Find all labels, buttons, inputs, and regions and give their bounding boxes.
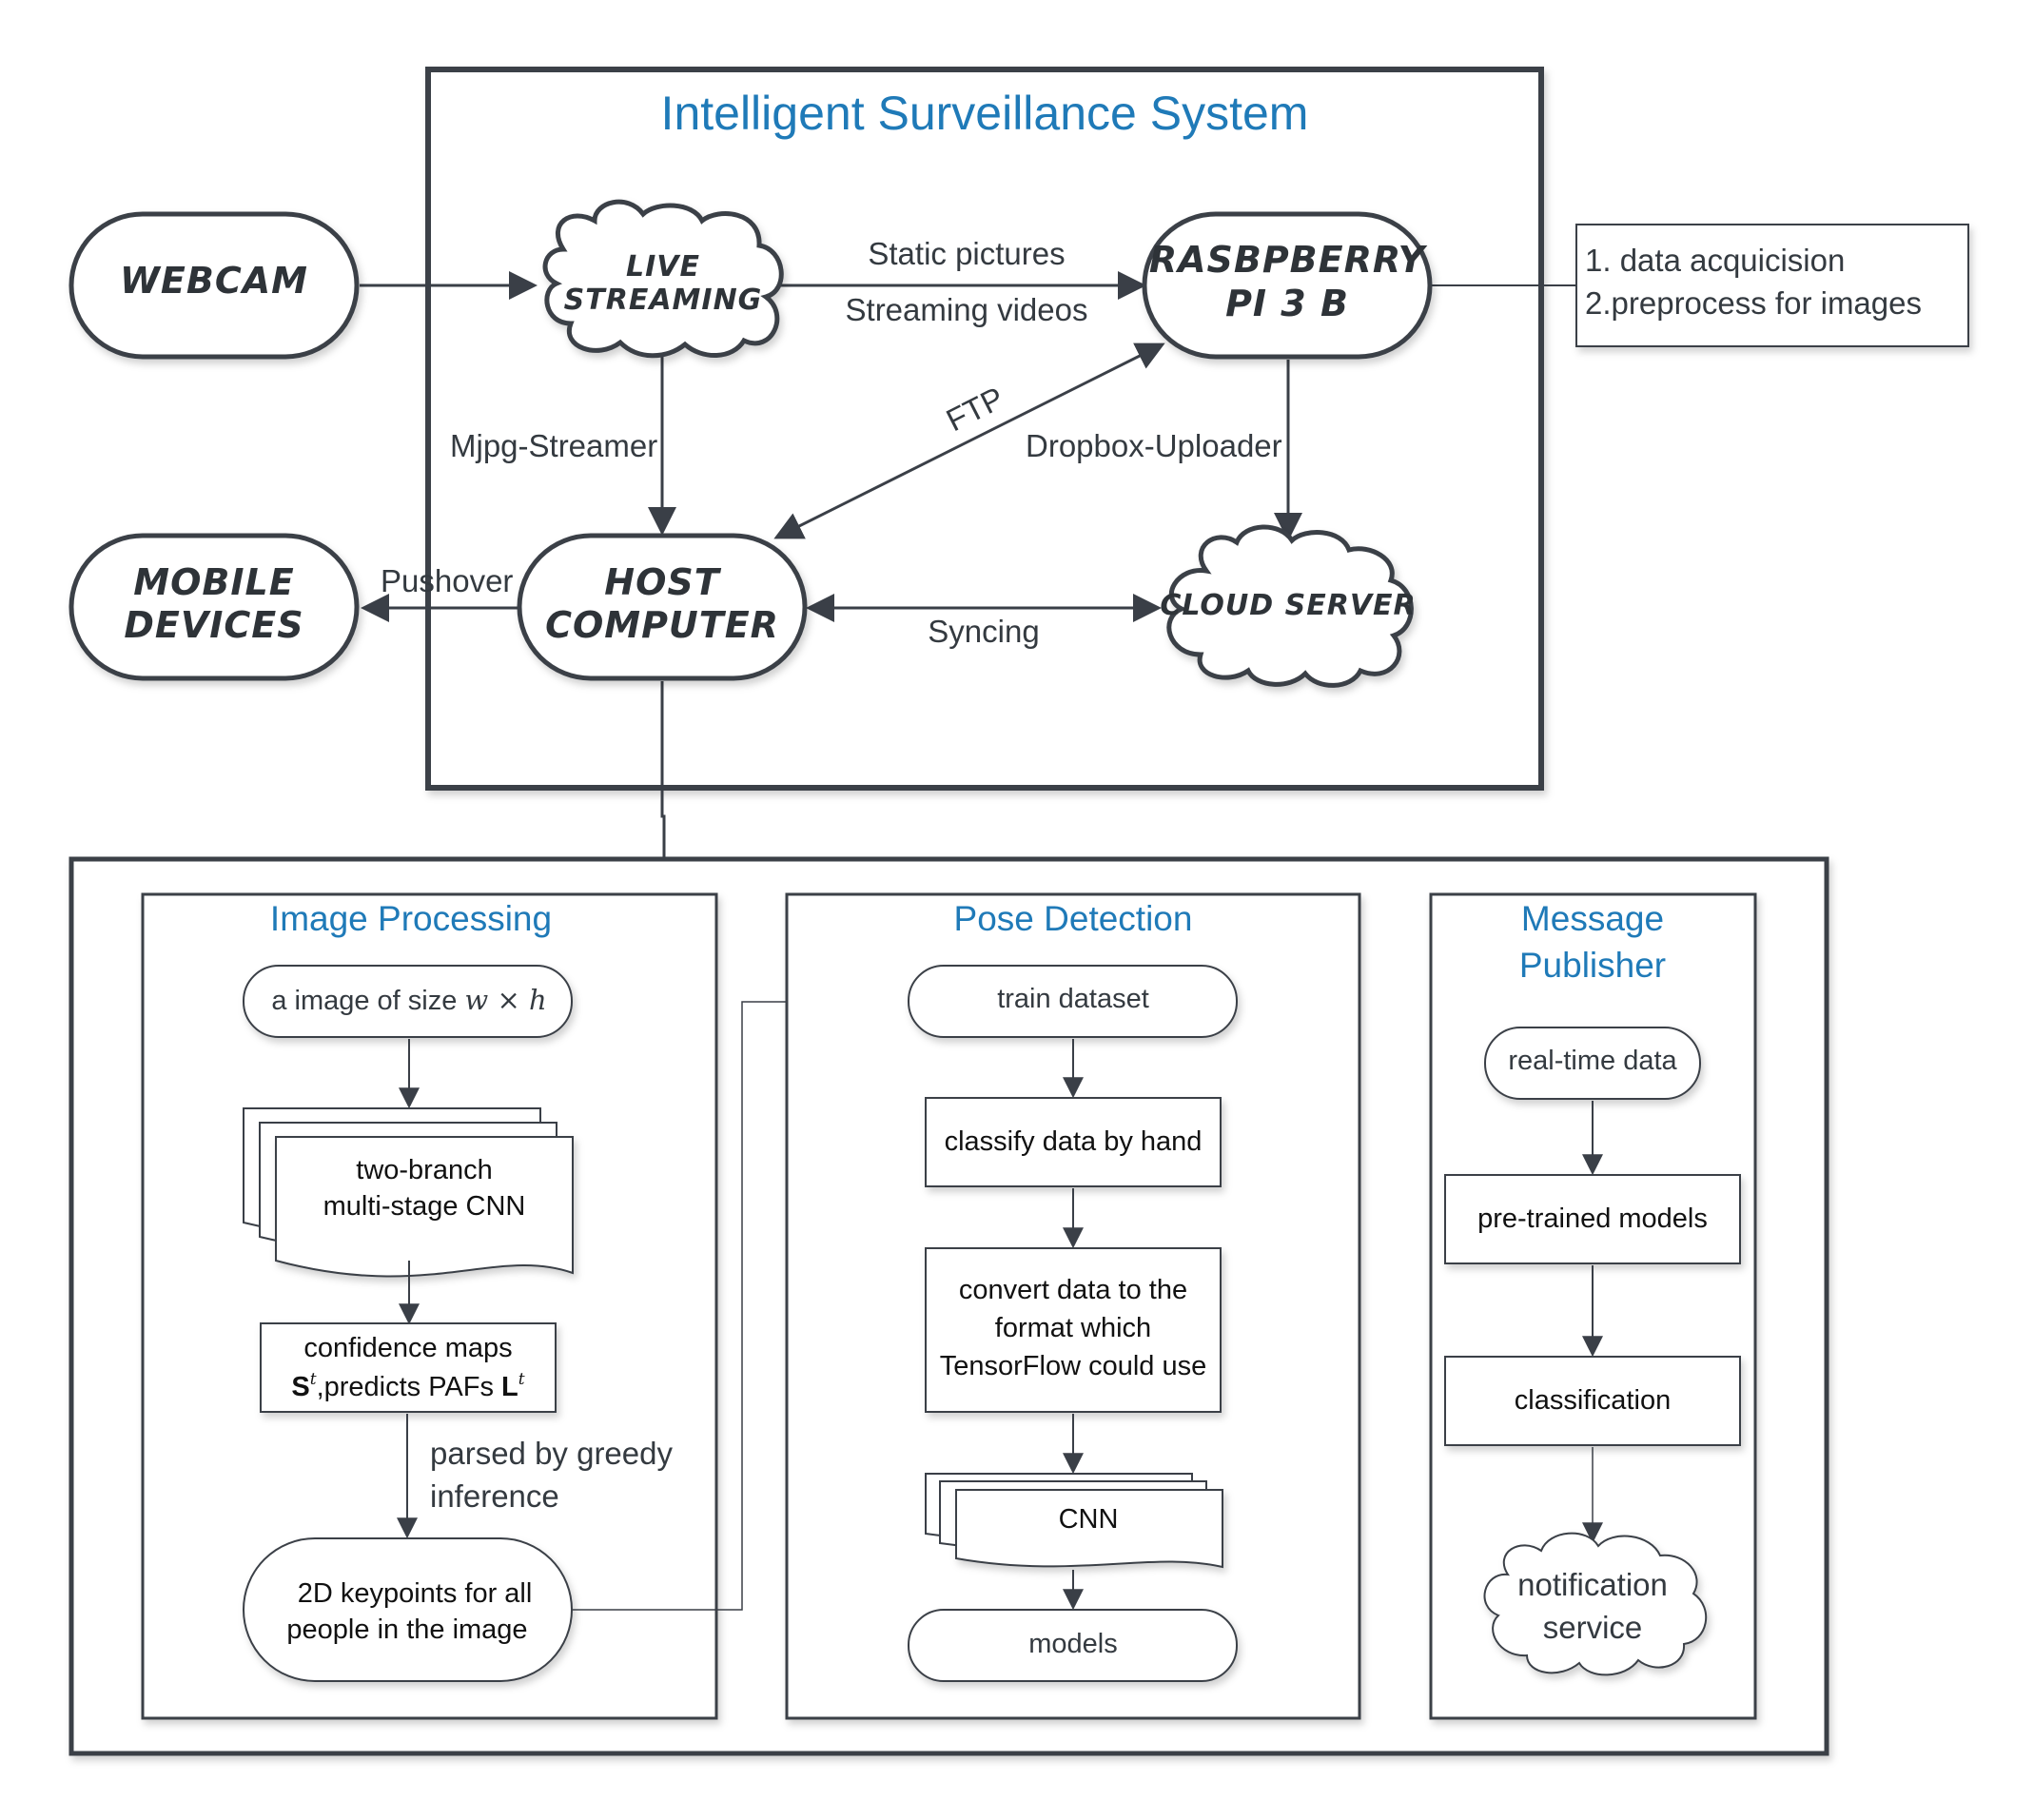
svg-text:2.preprocess for images: 2.preprocess for images [1585, 285, 1922, 321]
svg-text:RASBPBERRY: RASBPBERRY [1149, 239, 1428, 281]
ip-maps-s-sup: t [310, 1370, 317, 1389]
ip-cnn-documents: two-branch multi-stage CNN [243, 1107, 574, 1278]
label-syncing: Syncing [928, 614, 1039, 649]
svg-text:St,predicts PAFs Lt: St,predicts PAFs Lt [291, 1370, 524, 1402]
pd-cnn-documents: CNN [925, 1473, 1223, 1569]
node-live-streaming: LIVE STREAMING [542, 199, 784, 359]
svg-text:MOBILE: MOBILE [133, 561, 294, 603]
svg-text:CLOUD SERVER: CLOUD SERVER [1160, 589, 1416, 622]
label-dropbox: Dropbox-Uploader [1026, 428, 1282, 463]
node-webcam: WEBCAM [68, 211, 360, 360]
note-box: 1. data acquicision 2.preprocess for ima… [1575, 224, 1969, 347]
label-streaming-videos: Streaming videos [846, 292, 1088, 327]
panel-title-message: Message [1521, 899, 1664, 938]
mp-pretrained-models: pre-trained models [1444, 1174, 1741, 1264]
node-cloud-server: CLOUD SERVER [1160, 524, 1416, 688]
svg-text:two-branch: two-branch [356, 1155, 492, 1185]
ip-confidence-maps: confidence maps St,predicts PAFs Lt [260, 1322, 557, 1413]
ip-parsed-label-2: inference [430, 1478, 559, 1514]
ip-maps-mid: ,predicts PAFs [317, 1372, 501, 1402]
panel-title-image-processing: Image Processing [270, 899, 552, 938]
svg-text:a image of size w × h: a image of size w × h [271, 984, 546, 1016]
pd-convert: convert data to the format which TensorF… [925, 1247, 1222, 1413]
edge-host-bottom [660, 681, 666, 859]
pd-train-dataset: train dataset [908, 965, 1238, 1038]
svg-text:DEVICES: DEVICES [124, 604, 303, 646]
pd-models: models [908, 1609, 1238, 1682]
svg-text:format which: format which [995, 1313, 1151, 1343]
svg-text:LIVE: LIVE [626, 250, 700, 284]
svg-text:service: service [1543, 1610, 1643, 1645]
svg-text:train dataset: train dataset [997, 984, 1149, 1014]
svg-text:models: models [1028, 1629, 1118, 1659]
system-title: Intelligent Surveillance System [661, 87, 1309, 140]
panel-title-publisher: Publisher [1519, 946, 1666, 985]
label-pushover: Pushover [381, 563, 513, 598]
ip-maps-l-sup: t [518, 1370, 525, 1389]
svg-text:STREAMING: STREAMING [564, 284, 763, 317]
ip-input-terminal: a image of size w × h [243, 965, 573, 1038]
mp-notification-service: notification service [1483, 1532, 1708, 1676]
svg-text:pre-trained models: pre-trained models [1477, 1204, 1708, 1234]
node-mobile-devices: MOBILE DEVICES [68, 533, 360, 681]
panel-image-processing: Image Processing a image of size w × h t… [141, 892, 718, 1720]
svg-text:notification: notification [1517, 1567, 1668, 1602]
panel-pose-detection: Pose Detection train dataset classify da… [785, 892, 1361, 1720]
svg-text:CNN: CNN [1059, 1504, 1119, 1535]
svg-text:1. data acquicision: 1. data acquicision [1585, 243, 1845, 278]
svg-text:classification: classification [1515, 1385, 1671, 1416]
edge-ftp [773, 342, 1165, 539]
svg-text:TensorFlow could use: TensorFlow could use [940, 1351, 1206, 1381]
svg-text:confidence maps: confidence maps [303, 1333, 512, 1363]
panel-message-publisher: Message Publisher real-time data pre-tra… [1429, 892, 1757, 1720]
node-host-computer: HOST COMPUTER [517, 533, 808, 681]
panel-title-pose-detection: Pose Detection [954, 899, 1193, 938]
svg-text:real-time data: real-time data [1508, 1046, 1677, 1076]
pd-classify: classify data by hand [925, 1097, 1222, 1187]
svg-text:convert data to the: convert data to the [959, 1275, 1187, 1305]
svg-text:multi-stage CNN: multi-stage CNN [323, 1191, 526, 1222]
svg-text:COMPUTER: COMPUTER [545, 604, 779, 646]
svg-text:WEBCAM: WEBCAM [120, 260, 308, 302]
ip-parsed-label: parsed by greedy [430, 1436, 673, 1471]
svg-text:PI 3 B: PI 3 B [1225, 283, 1349, 324]
mp-classification: classification [1444, 1356, 1741, 1446]
svg-text:2D keypoints for all: 2D keypoints for all [298, 1578, 533, 1609]
mp-realtime-data: real-time data [1484, 1027, 1701, 1100]
ip-maps-l: L [501, 1372, 518, 1402]
ip-keypoints: 2D keypoints for all people in the image [243, 1537, 573, 1682]
svg-text:classify data by hand: classify data by hand [945, 1126, 1203, 1157]
svg-text:HOST: HOST [604, 561, 721, 603]
svg-text:people in the image: people in the image [286, 1615, 527, 1645]
ip-input-prefix: a image of size [271, 986, 464, 1016]
label-static-pictures: Static pictures [868, 236, 1065, 271]
ip-input-math: w × h [464, 984, 546, 1016]
ip-maps-s: S [291, 1372, 309, 1402]
node-raspberry-pi: RASBPBERRY PI 3 B [1142, 211, 1433, 360]
label-mjpg: Mjpg-Streamer [450, 428, 657, 463]
